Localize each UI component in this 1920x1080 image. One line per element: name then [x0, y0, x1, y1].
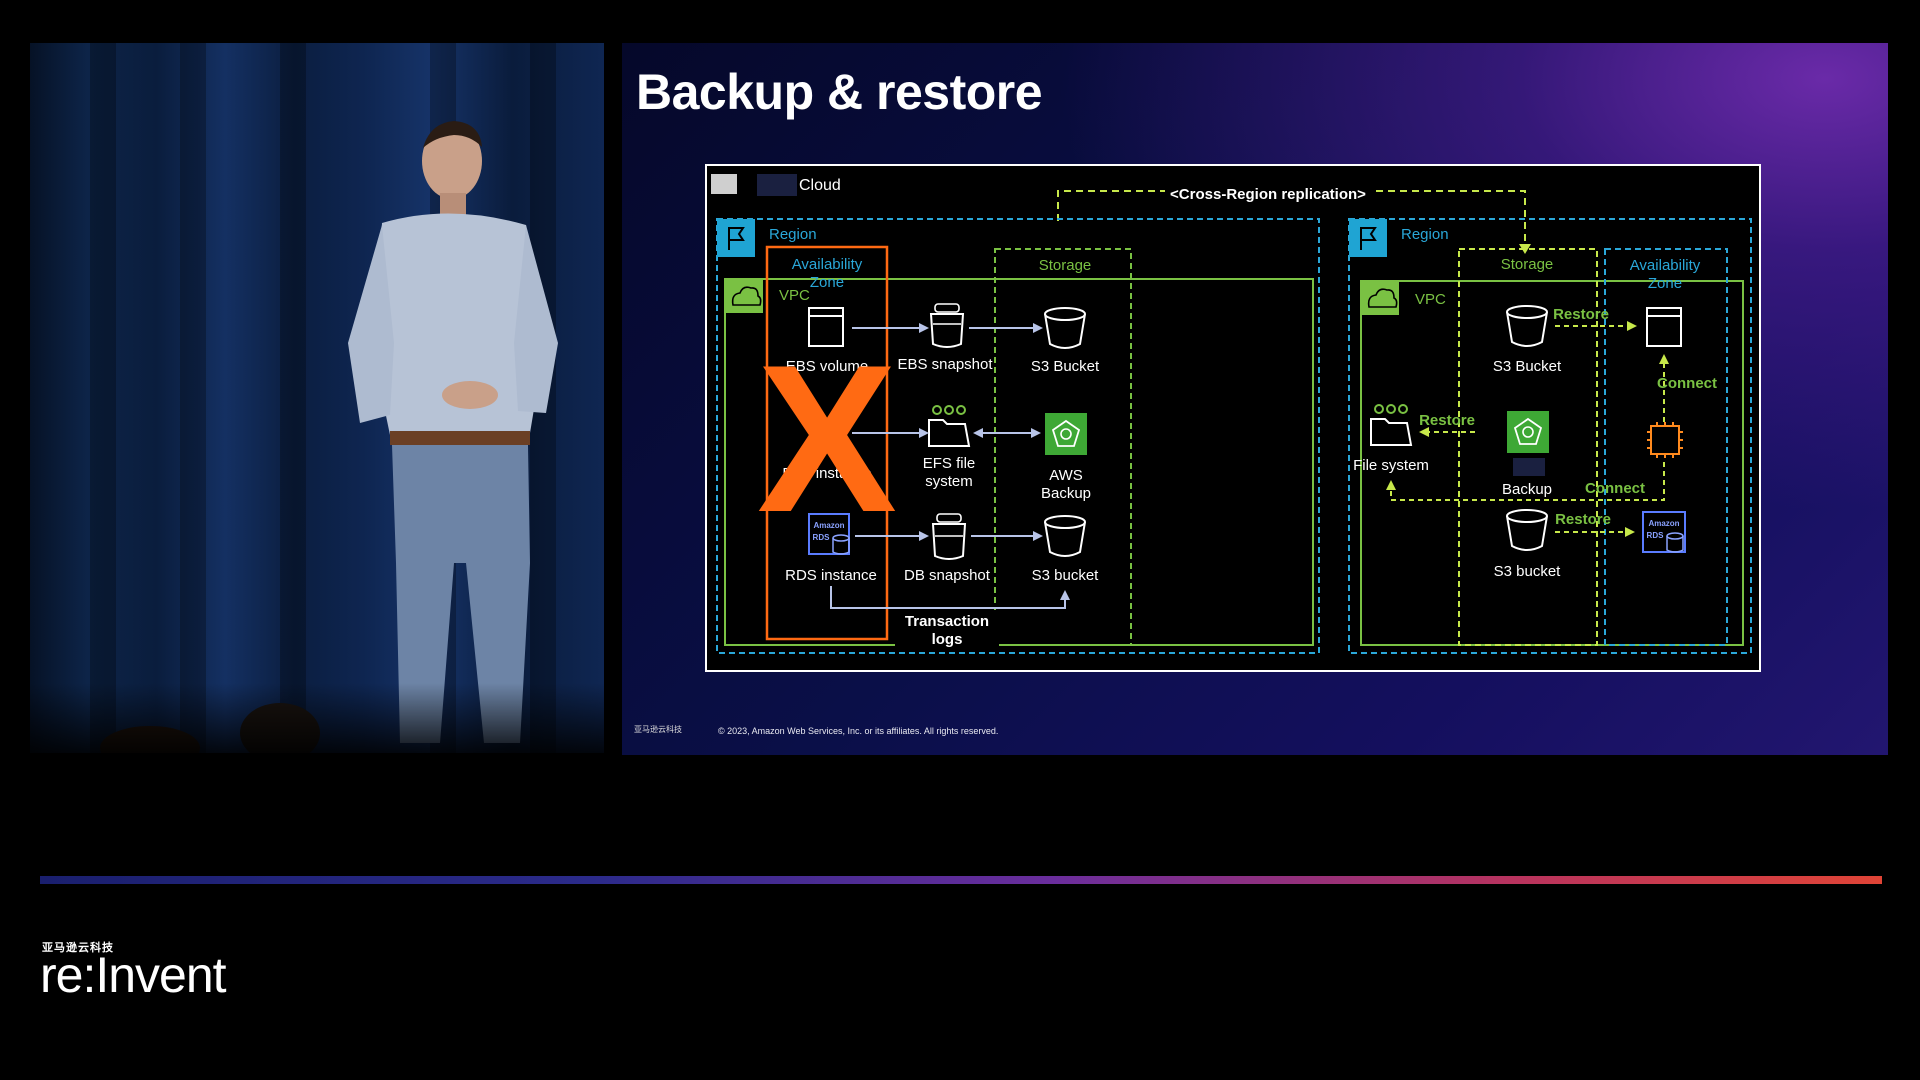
cloud-provider-blurred [757, 174, 797, 196]
db-snapshot-icon [931, 513, 967, 560]
efs-icon [928, 405, 971, 447]
slide-title: Backup & restore [636, 64, 1043, 120]
restore-label-1: Restore [1553, 306, 1609, 323]
right-s3-bucket-top-icon [1506, 305, 1548, 347]
left-vpc-boundary [724, 278, 1314, 646]
s3-bucket-bottom-icon [1044, 515, 1086, 557]
svg-text:Amazon: Amazon [1648, 519, 1679, 528]
right-file-system-icon [1370, 404, 1413, 446]
file-system-label: File system [1353, 457, 1429, 474]
left-az-boundary [765, 245, 889, 641]
architecture-diagram: Cloud <Cross-Region replication> Region … [705, 164, 1761, 672]
efs-label-1: EFS file [923, 455, 976, 472]
right-ebs-volume-icon [1646, 307, 1682, 347]
left-vpc-cloud-icon [725, 279, 763, 313]
aws-backup-label-2: Backup [1041, 485, 1091, 502]
right-vpc-cloud-icon [1361, 281, 1399, 315]
right-ec2-chip-icon [1647, 422, 1683, 458]
right-backup-icon [1507, 411, 1549, 453]
slide-copyright: © 2023, Amazon Web Services, Inc. or its… [718, 726, 999, 736]
brand-cn-label: 亚马逊云科技 [42, 942, 114, 954]
rds-instance-label: RDS instance [785, 567, 877, 584]
right-vpc-label: VPC [1415, 291, 1446, 308]
s3-bucket-top-label: S3 Bucket [1031, 358, 1100, 375]
cross-region-label: <Cross-Region replication> [1170, 186, 1366, 203]
connect-label-2: Connect [1585, 480, 1645, 497]
cloud-label: Cloud [799, 177, 841, 194]
right-az-label-1: Availability [1630, 257, 1701, 274]
speaker-figure [100, 121, 558, 753]
ebs-snapshot-label: EBS snapshot [897, 356, 993, 373]
left-region-boundary [716, 218, 1320, 654]
right-vpc-boundary [1360, 280, 1744, 646]
left-region-label: Region [769, 226, 817, 243]
ebs-volume-label: EBS volume [786, 358, 869, 375]
db-snapshot-label: DB snapshot [904, 567, 991, 584]
transaction-logs-label-1: Transaction [905, 613, 989, 630]
blurred-label [1513, 458, 1545, 476]
svg-text:RDS: RDS [1647, 531, 1665, 540]
svg-text:RDS: RDS [813, 533, 831, 542]
right-az-label-2: Zone [1648, 275, 1682, 292]
left-storage-label: Storage [1039, 257, 1092, 274]
slide: Backup & restore Cloud <Cross-Region rep… [622, 43, 1888, 755]
diagram-canvas: Cloud <Cross-Region replication> Region … [711, 174, 1752, 654]
gradient-divider [40, 876, 1882, 884]
right-s3-bucket-bottom-icon [1506, 509, 1548, 551]
left-region-flag-icon [717, 219, 755, 257]
speaker-video [30, 43, 604, 753]
left-az-label-1: Availability [792, 256, 863, 273]
right-s3-bucket-bottom-label: S3 bucket [1494, 563, 1562, 580]
ebs-volume-icon [808, 307, 844, 347]
transaction-logs-label-2: logs [932, 631, 963, 648]
right-s3-bucket-top-label: S3 Bucket [1493, 358, 1562, 375]
slide-aws-logo: 亚马逊云科技 [634, 725, 682, 734]
right-backup-label: Backup [1502, 481, 1552, 498]
svg-text:Amazon: Amazon [813, 521, 844, 530]
right-region-flag-icon [1349, 219, 1387, 257]
right-az-boundary [1604, 248, 1728, 646]
restore-label-2: Restore [1419, 412, 1475, 429]
failure-x-mark: X [757, 321, 897, 556]
right-rds-icon: Amazon RDS [1642, 511, 1686, 553]
right-storage-boundary [1458, 248, 1598, 646]
efs-label-2: system [925, 473, 973, 490]
left-vpc-label: VPC [779, 287, 810, 304]
right-storage-label: Storage [1501, 256, 1554, 273]
s3-bucket-bottom-label: S3 bucket [1032, 567, 1100, 584]
right-region-label: Region [1401, 226, 1449, 243]
cloud-logo-icon [711, 174, 737, 194]
connect-label-1: Connect [1657, 375, 1717, 392]
reinvent-logo: re:Invent [40, 947, 227, 1003]
s3-bucket-top-icon [1044, 307, 1086, 349]
aws-backup-icon [1045, 413, 1087, 455]
aws-backup-label-1: AWS [1049, 467, 1083, 484]
left-az-label-2: Zone [810, 274, 844, 291]
restore-label-3: Restore [1555, 511, 1611, 528]
ec2-instance-label: EC2 instance [782, 465, 871, 482]
right-region-boundary [1348, 218, 1752, 654]
rds-instance-icon: Amazon RDS [808, 513, 850, 555]
ebs-snapshot-icon [929, 303, 965, 348]
